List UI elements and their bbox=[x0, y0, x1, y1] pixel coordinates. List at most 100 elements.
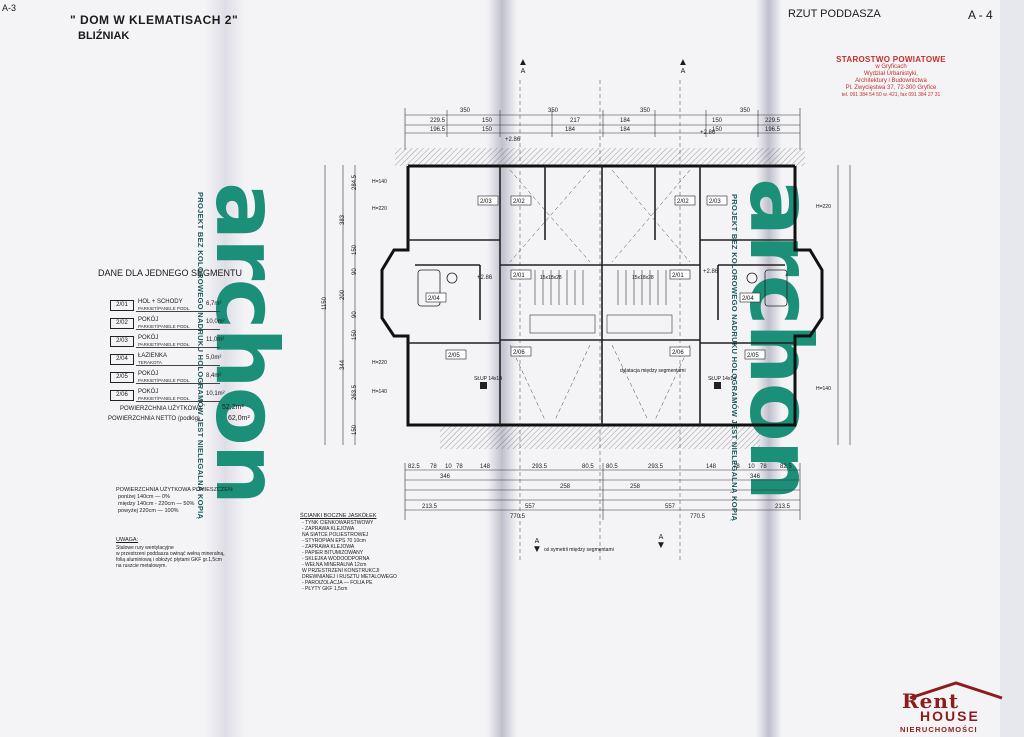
wall-spec-line: - TYNK CIENKOWARSTWOWY bbox=[302, 520, 374, 526]
svg-text:2/02: 2/02 bbox=[513, 199, 525, 205]
svg-text:213.5: 213.5 bbox=[422, 504, 438, 510]
room-list: 2/01 HOL + SCHODY PARKIET/PANELE PODŁ. 6… bbox=[110, 298, 260, 406]
svg-text:350: 350 bbox=[460, 108, 471, 114]
svg-text:284.5: 284.5 bbox=[352, 174, 358, 190]
left-dimension-lines bbox=[324, 165, 851, 445]
svg-text:78: 78 bbox=[733, 464, 740, 470]
svg-text:80.5: 80.5 bbox=[582, 464, 594, 470]
usable-area-value: 52,2m² bbox=[222, 404, 244, 411]
brand-watermark: archon bbox=[196, 182, 296, 503]
project-title: " DOM W KLEMATISACH 2" bbox=[70, 13, 239, 27]
section-mark: ▲A bbox=[518, 57, 528, 76]
room-row: 2/06 POKÓJ PARKIET/PANELE PODŁ. 10,1m² bbox=[110, 388, 260, 406]
svg-text:217: 217 bbox=[570, 118, 581, 124]
svg-text:10: 10 bbox=[748, 464, 755, 470]
svg-text:557: 557 bbox=[525, 504, 536, 510]
svg-text:+2.86: +2.86 bbox=[700, 130, 716, 136]
area-notes-heading: POWIERZCHNIA UŻYTKOWA POMIESZCZEŃ: bbox=[116, 487, 234, 493]
bottom-dimension-lines bbox=[404, 463, 801, 520]
office-stamp: STAROSTWO POWIATOWE w Gryficach Wydział … bbox=[836, 55, 946, 98]
svg-text:148: 148 bbox=[706, 464, 717, 470]
room-floor: PARKIET/PANELE PODŁ. bbox=[138, 342, 191, 347]
wall-spec-line: - ZAPRAWA KLEJOWA bbox=[302, 544, 355, 550]
svg-text:78: 78 bbox=[456, 464, 463, 470]
svg-text:350: 350 bbox=[548, 108, 559, 114]
svg-text:2/06: 2/06 bbox=[513, 350, 525, 356]
svg-text:H=220: H=220 bbox=[372, 360, 387, 366]
area-note: poniżej 140cm — 0% bbox=[118, 494, 170, 500]
wall-spec-line: - SKLEJKA WODOODPORNA bbox=[302, 556, 370, 562]
room-floor: PARKIET/PANELE PODŁ. bbox=[138, 378, 191, 383]
paper-edge bbox=[1000, 0, 1024, 737]
svg-text:2/05: 2/05 bbox=[448, 353, 460, 359]
svg-text:78: 78 bbox=[760, 464, 767, 470]
wall-spec-line: DREWNIANEJ I RUSZTU METALOWEGO bbox=[302, 574, 397, 580]
bathroom-fixtures bbox=[417, 269, 788, 307]
section-mark: ▲A bbox=[678, 57, 688, 76]
room-area: 8,4m² bbox=[206, 373, 222, 379]
svg-text:10: 10 bbox=[445, 464, 452, 470]
section-mark: A▼ bbox=[656, 534, 666, 551]
svg-text:200: 200 bbox=[340, 289, 346, 300]
svg-text:2/04: 2/04 bbox=[742, 296, 754, 302]
svg-text:350: 350 bbox=[640, 108, 651, 114]
svg-text:H=220: H=220 bbox=[372, 206, 387, 212]
room-area: 10,1m² bbox=[206, 391, 225, 397]
svg-text:229.5: 229.5 bbox=[765, 118, 781, 124]
wall-spec-line: - STYROPIAN EPS 70 10cm bbox=[302, 538, 366, 544]
room-floor: PARKIET/PANELE PODŁ. bbox=[138, 324, 191, 329]
svg-text:+2.86: +2.86 bbox=[703, 269, 719, 275]
svg-text:184: 184 bbox=[620, 118, 631, 124]
house-roof-icon bbox=[909, 681, 1003, 700]
paper-fold bbox=[205, 0, 245, 737]
column bbox=[714, 382, 721, 389]
svg-text:H=140: H=140 bbox=[372, 389, 387, 395]
room-area: 10,0m² bbox=[206, 319, 225, 325]
svg-text:770.5: 770.5 bbox=[690, 514, 706, 520]
svg-text:196.5: 196.5 bbox=[765, 127, 781, 133]
svg-text:150: 150 bbox=[352, 244, 358, 255]
top-dimension-lines bbox=[404, 108, 801, 150]
paper-fold bbox=[487, 0, 517, 737]
svg-text:293.5: 293.5 bbox=[648, 464, 664, 470]
area-note: między 140cm - 220cm — 50% bbox=[118, 501, 195, 507]
svg-text:SŁUP 14x14: SŁUP 14x14 bbox=[474, 376, 502, 382]
room-floor: TERAKOTA bbox=[138, 360, 162, 365]
svg-text:150: 150 bbox=[482, 127, 493, 133]
room-row: 2/04 ŁAZIENKA TERAKOTA 5,0m² bbox=[110, 352, 260, 370]
netto-area-value: 62,0m² bbox=[228, 415, 250, 422]
svg-text:SŁUP 14x14: SŁUP 14x14 bbox=[708, 376, 736, 382]
svg-text:383: 383 bbox=[340, 214, 346, 225]
svg-text:+2.86: +2.86 bbox=[477, 275, 493, 281]
svg-text:H=220: H=220 bbox=[816, 204, 831, 210]
svg-text:15x18x28: 15x18x28 bbox=[540, 275, 562, 281]
svg-text:258: 258 bbox=[630, 484, 641, 490]
room-area: 11,0m² bbox=[206, 337, 225, 343]
svg-text:2/02: 2/02 bbox=[677, 199, 689, 205]
svg-text:344: 344 bbox=[340, 359, 346, 370]
rent-house-logo: Rent HOUSE NIERUCHOMOŚCI bbox=[896, 680, 1022, 736]
room-name: POKÓJ bbox=[138, 389, 159, 395]
wall-spec-line: - PAPIER BITUMIZOWANY bbox=[302, 550, 364, 556]
room-floor: PARKIET/PANELE PODŁ. bbox=[138, 306, 191, 311]
room-area: 6,7m² bbox=[206, 301, 222, 307]
drawing-title: RZUT PODDASZA bbox=[788, 8, 881, 20]
svg-text:+2.86: +2.86 bbox=[505, 137, 521, 143]
inner-walls bbox=[408, 166, 795, 425]
wall-spec-line: - ZAPRAWA KLEJOWA bbox=[302, 526, 355, 532]
svg-text:H=140: H=140 bbox=[816, 386, 831, 392]
svg-text:148: 148 bbox=[480, 464, 491, 470]
wall-spec-heading: ŚCIANKI BOCZNE JASKÓŁEK bbox=[300, 513, 377, 519]
room-floor: PARKIET/PANELE PODŁ. bbox=[138, 396, 191, 401]
svg-text:oś symetrii między segmentami: oś symetrii między segmentami bbox=[544, 547, 614, 553]
room-name: POKÓJ bbox=[138, 371, 159, 377]
svg-text:82.5: 82.5 bbox=[408, 464, 420, 470]
svg-text:90: 90 bbox=[352, 311, 358, 318]
svg-text:258: 258 bbox=[560, 484, 571, 490]
svg-text:dylatacja między segmentami: dylatacja między segmentami bbox=[620, 368, 686, 374]
svg-text:150: 150 bbox=[352, 424, 358, 435]
svg-text:15x18x28: 15x18x28 bbox=[632, 275, 654, 281]
wall-spec-line: - PAROIZOLACJA — FOLIA PE bbox=[302, 580, 373, 586]
svg-text:150: 150 bbox=[482, 118, 493, 124]
